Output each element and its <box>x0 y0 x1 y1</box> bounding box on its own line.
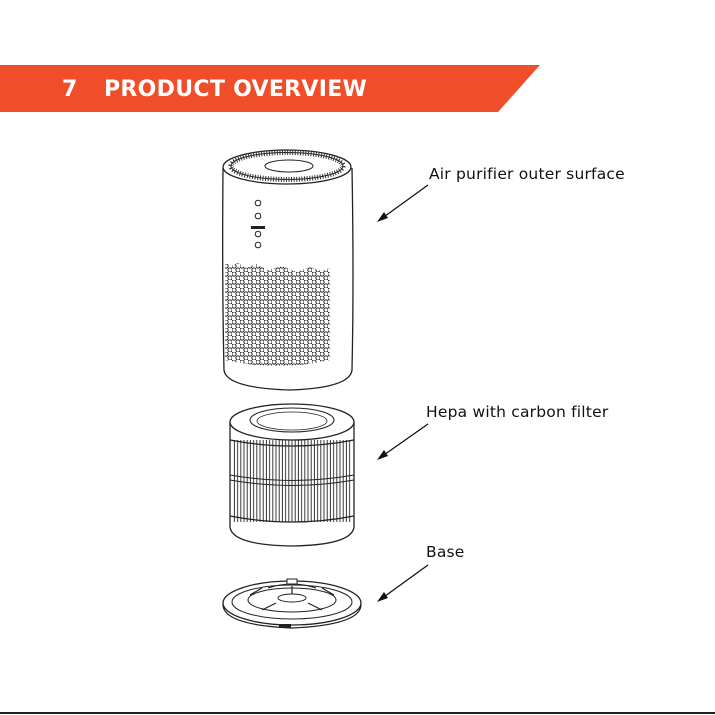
label-outer-surface: Air purifier outer surface <box>429 165 625 183</box>
purifier-base-illustration <box>223 579 361 628</box>
label-hepa-filter: Hepa with carbon filter <box>426 403 608 421</box>
arrow-icon-base <box>377 565 428 602</box>
label-base: Base <box>426 543 465 561</box>
bottom-divider <box>0 712 715 714</box>
arrow-icon-outer-surface <box>377 185 428 222</box>
air-purifier-body-illustration <box>220 150 353 390</box>
arrow-icon-filter <box>377 424 428 460</box>
hepa-filter-illustration <box>230 404 354 546</box>
